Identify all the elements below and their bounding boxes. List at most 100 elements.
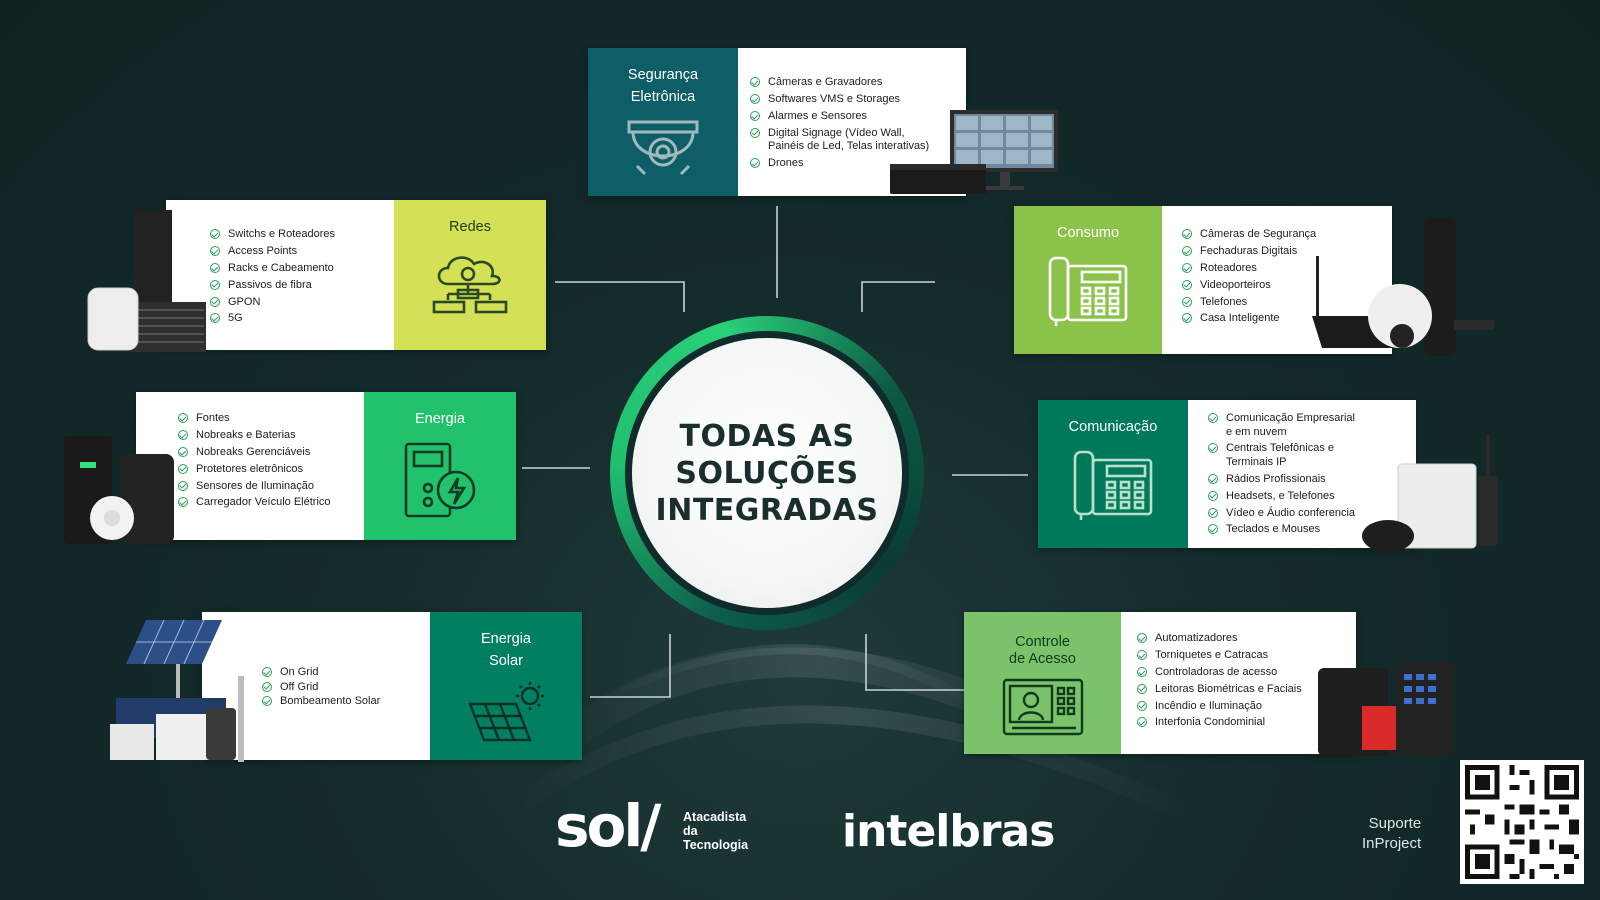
- card-solar: On Grid Off Grid Bombeamento Solar Energ…: [202, 612, 582, 760]
- card-energia: Fontes Nobreaks e Baterias Nobreaks Gere…: [136, 392, 516, 540]
- check-icon: [1208, 473, 1218, 484]
- tile-energia: Energia: [364, 392, 516, 540]
- power-supply-icon: [404, 442, 476, 518]
- list-seguranca: Câmeras e Gravadores Softwares VMS e Sto…: [738, 48, 966, 196]
- list-item: Sensores de Iluminação: [178, 480, 331, 494]
- check-icon: [1208, 524, 1218, 535]
- list-item: Rádios Profissionais: [1208, 473, 1355, 487]
- list-item: Headsets, e Telefones: [1208, 490, 1355, 504]
- list-item: GPON: [210, 296, 335, 310]
- tile-consumo: Consumo: [1014, 206, 1162, 354]
- check-icon: [178, 480, 188, 491]
- desk-phone-icon: [1048, 256, 1128, 326]
- solar-panel-icon: [468, 682, 544, 742]
- list-item: Passivos de fibra: [210, 279, 335, 293]
- check-icon: [1137, 717, 1147, 728]
- access-control-icon: [1002, 678, 1083, 736]
- consumer-devices-image: [1312, 218, 1494, 356]
- list-item: On Grid: [262, 666, 380, 680]
- check-icon: [1137, 666, 1147, 677]
- list-item: Câmeras e Gravadores: [750, 76, 929, 90]
- list-item: Drones: [750, 157, 929, 171]
- list-item: Videoporteiros: [1182, 279, 1316, 293]
- center-title: TODAS AS SOLUÇÕES INTEGRADAS: [655, 418, 879, 528]
- list-item: Protetores eletrônicos: [178, 463, 331, 477]
- check-icon: [1182, 296, 1192, 307]
- card-acesso: Controle de Acesso Automatizadores Torni…: [964, 612, 1356, 754]
- intelbras-logo: intelbras: [842, 806, 1055, 857]
- check-icon: [1182, 279, 1192, 290]
- communication-devices-image: [1362, 434, 1498, 552]
- check-icon: [750, 77, 760, 87]
- check-icon: [178, 497, 188, 508]
- list-item: Access Points: [210, 245, 335, 259]
- list-acesso: Automatizadores Torniquetes e Catracas C…: [1121, 612, 1356, 754]
- check-icon: [210, 245, 220, 256]
- list-item: Comunicação Empresarial e em nuvem: [1208, 412, 1355, 439]
- check-icon: [1208, 413, 1218, 423]
- suporte-label: Suporte InProject: [1362, 815, 1422, 852]
- list-item: Centrais Telefônicas e Terminais IP: [1208, 442, 1355, 469]
- tile-solar: Energia Solar: [430, 612, 582, 760]
- list-item: Câmeras de Segurança: [1182, 228, 1316, 242]
- list-redes: Switchs e Roteadores Access Points Racks…: [166, 200, 394, 350]
- list-item: Racks e Cabeamento: [210, 262, 335, 276]
- card-seguranca: Segurança Eletrônica Câmeras e Gravadore…: [588, 48, 966, 196]
- access-devices-image: [1318, 662, 1454, 756]
- check-icon: [210, 296, 220, 307]
- list-solar: On Grid Off Grid Bombeamento Solar: [202, 612, 430, 760]
- check-icon: [210, 279, 220, 290]
- list-item: Fechaduras Digitais: [1182, 245, 1316, 259]
- list-item: Automatizadores: [1137, 632, 1302, 646]
- check-icon: [178, 413, 188, 423]
- tile-title: Controle de Acesso: [1009, 634, 1076, 667]
- list-item: Softwares VMS e Storages: [750, 93, 929, 107]
- tile-seguranca: Segurança Eletrônica: [588, 48, 738, 196]
- check-icon: [750, 93, 760, 104]
- video-wall-monitor-image: [890, 110, 1058, 194]
- list-item: Telefones: [1182, 296, 1316, 310]
- tile-acesso: Controle de Acesso: [964, 612, 1121, 754]
- desk-phone-icon: [1073, 450, 1153, 520]
- list-item: Leitoras Biométricas e Faciais: [1137, 683, 1302, 697]
- tile-title: Energia Solar: [481, 631, 531, 669]
- tile-title: Energia: [415, 411, 465, 427]
- check-icon: [1182, 229, 1192, 239]
- list-item: Casa Inteligente: [1182, 312, 1316, 326]
- check-icon: [1182, 262, 1192, 273]
- check-icon: [1137, 633, 1147, 643]
- energy-devices-image: [64, 436, 174, 544]
- list-item: Alarmes e Sensores: [750, 110, 929, 124]
- list-item: Bombeamento Solar: [262, 695, 380, 709]
- check-icon: [750, 127, 760, 138]
- check-icon: [1137, 700, 1147, 711]
- list-item: Fontes: [178, 412, 331, 426]
- check-icon: [262, 681, 272, 692]
- list-item: Torniquetes e Catracas: [1137, 649, 1302, 663]
- check-icon: [262, 696, 272, 706]
- check-icon: [750, 158, 760, 169]
- check-icon: [1182, 313, 1192, 324]
- check-icon: [178, 463, 188, 474]
- center-circle: TODAS AS SOLUÇÕES INTEGRADAS: [610, 316, 924, 630]
- tile-title: Comunicação: [1068, 419, 1158, 435]
- list-item: Nobreaks Gerenciáveis: [178, 446, 331, 460]
- check-icon: [750, 110, 760, 121]
- tile-comunicacao: Comunicação: [1038, 400, 1188, 548]
- check-icon: [262, 667, 272, 677]
- tile-title: Consumo: [1056, 225, 1120, 241]
- list-item: Interfonia Condominial: [1137, 716, 1302, 730]
- check-icon: [1137, 649, 1147, 660]
- tile-title: Segurança Eletrônica: [627, 67, 699, 105]
- dome-camera-icon: [627, 120, 699, 176]
- check-icon: [1208, 490, 1218, 501]
- list-item: Off Grid: [262, 681, 380, 695]
- list-item: Nobreaks e Baterias: [178, 429, 331, 443]
- card-redes: Switchs e Roteadores Access Points Racks…: [166, 200, 546, 350]
- list-item: Controladoras de acesso: [1137, 666, 1302, 680]
- list-item: Teclados e Mouses: [1208, 523, 1355, 537]
- sol-logo: sol/ Atacadista da Tecnologia: [555, 796, 748, 856]
- solar-equipment-image: [110, 619, 244, 762]
- tile-redes: Redes: [394, 200, 546, 350]
- list-item: Carregador Veículo Elétrico: [178, 496, 331, 510]
